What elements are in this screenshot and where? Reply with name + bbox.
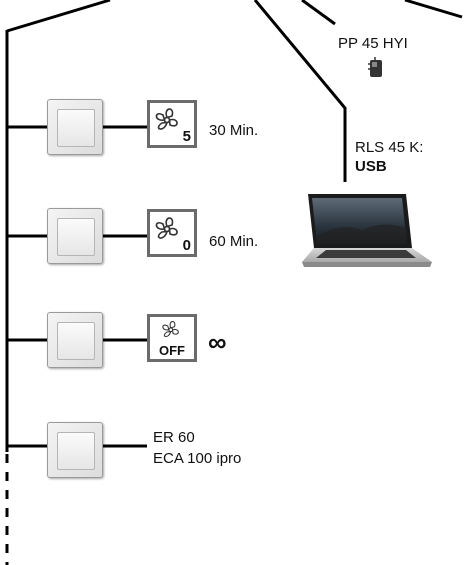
time-label-2: 60 Min. (209, 233, 259, 250)
rocker-3[interactable] (57, 322, 95, 360)
plug-device-icon (368, 57, 382, 77)
wall-switch-3[interactable] (47, 312, 103, 368)
rocker-1[interactable] (57, 109, 95, 147)
time-label-1: 30 Min. (209, 122, 259, 139)
switch-4-label-line2: ECA 100 ipro (153, 450, 242, 467)
rocker-2[interactable] (57, 218, 95, 256)
switch-4-label-line1: ER 60 (153, 429, 195, 446)
fan-icon (155, 217, 178, 239)
top-left-wire (6, 0, 111, 33)
rocker-4[interactable] (57, 432, 95, 470)
wall-switch-4[interactable] (47, 422, 103, 478)
laptop-wire (253, 0, 347, 182)
wall-switch-1[interactable] (47, 99, 103, 155)
device-wire-1 (301, 0, 336, 26)
fan-off-text: OFF (159, 343, 185, 358)
fan-level-2: 0 (182, 237, 191, 254)
device-label-pp45: PP 45 HYI (338, 35, 408, 52)
laptop-label-line1: RLS 45 K: (355, 139, 424, 156)
fan-off-icon: OFF (147, 314, 197, 362)
fan-level-icon-1: 5 (147, 100, 197, 148)
laptop-label-line2: USB (355, 158, 387, 175)
fan-icon (162, 321, 179, 337)
fan-level-1: 5 (182, 128, 191, 145)
laptop-icon (302, 194, 432, 267)
device-wire-2 (404, 0, 463, 19)
fan-icon (155, 108, 178, 130)
fan-level-icon-2: 0 (147, 209, 197, 257)
infinity-label: ∞ (208, 327, 227, 357)
wall-switch-2[interactable] (47, 208, 103, 264)
